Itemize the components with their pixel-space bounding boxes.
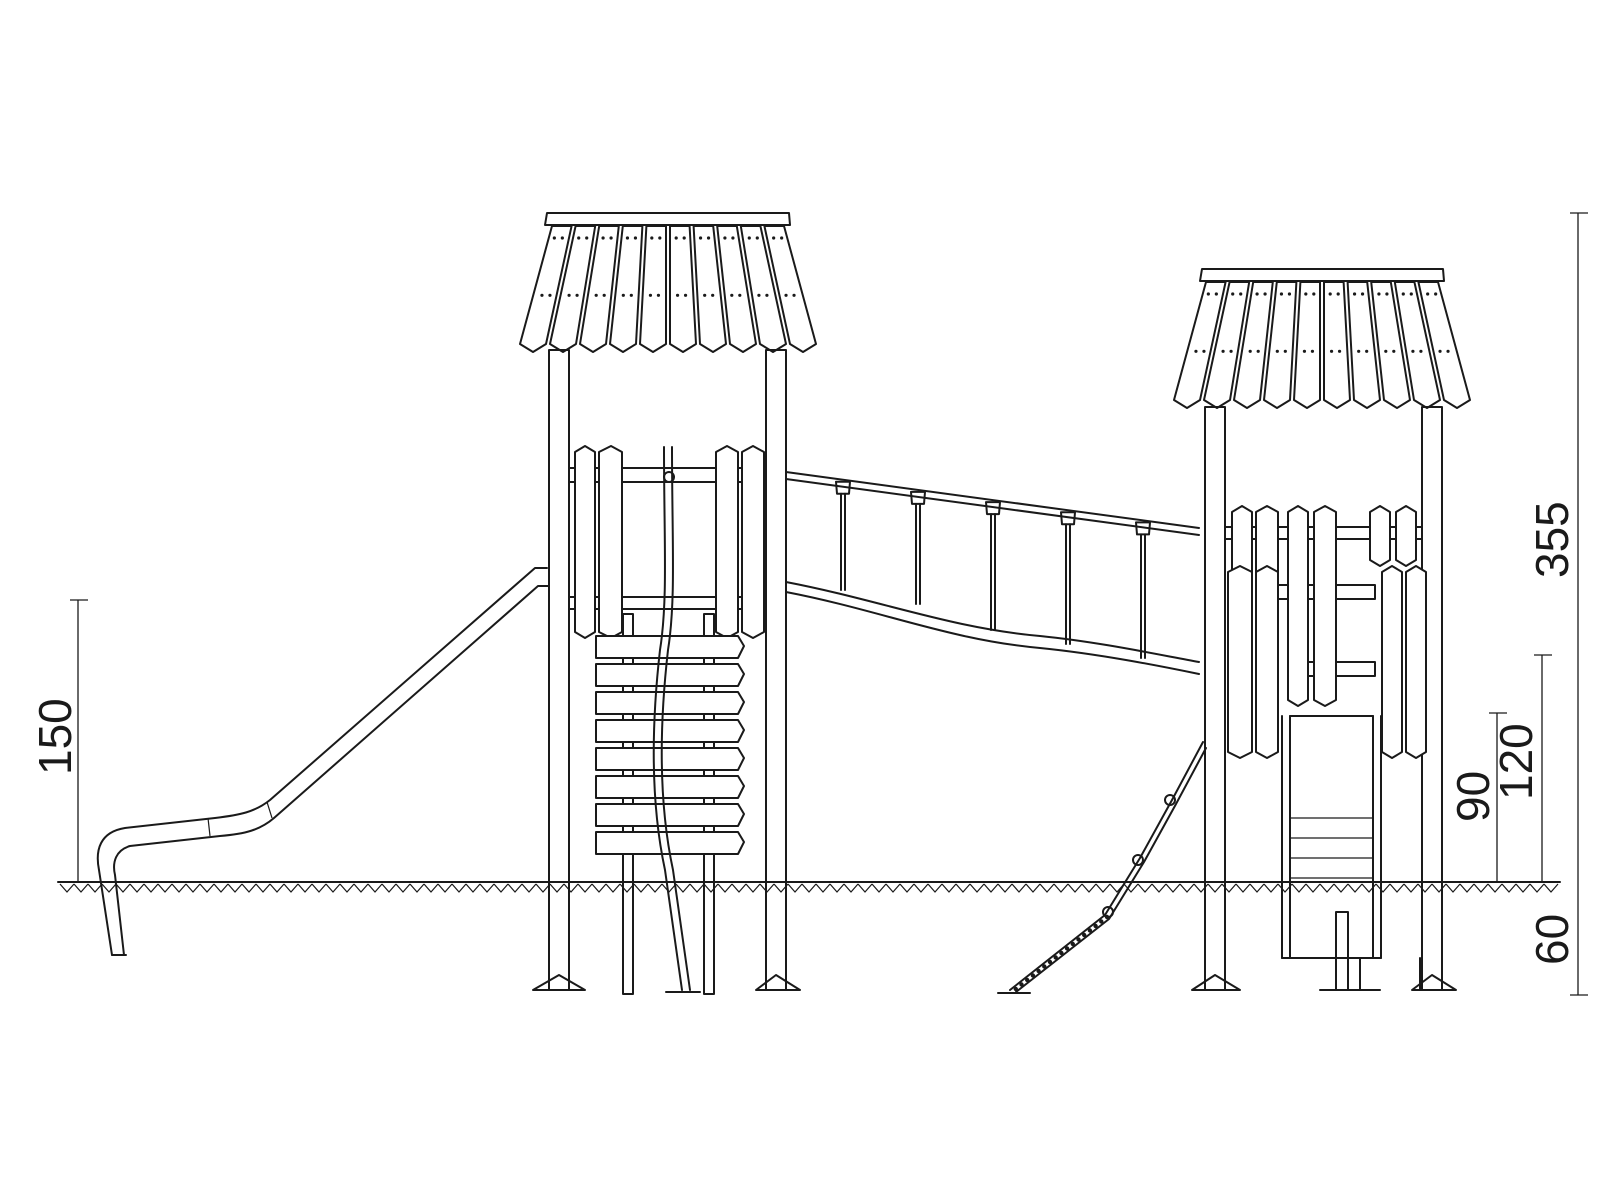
- total-height-label: 355: [1526, 501, 1578, 578]
- climbing-rope: [997, 741, 1207, 994]
- ground: [57, 881, 1561, 893]
- dimension-platform-high: [1534, 654, 1552, 882]
- right-tower: [1173, 268, 1471, 991]
- left-tower-ladder: [595, 613, 745, 995]
- right-tower-roof: [1173, 268, 1471, 409]
- right-tower-slide: [1281, 715, 1382, 991]
- slide: [96, 567, 550, 956]
- foundation-depth-label: 60: [1526, 914, 1578, 965]
- rope-bridge: [785, 471, 1200, 675]
- left-tower-post-right: [765, 349, 787, 991]
- slide-height-label: 150: [29, 698, 81, 775]
- dimension-total-height: [1570, 212, 1588, 996]
- dimension-slide-height: [70, 599, 88, 882]
- left-tower-roof: [519, 212, 817, 353]
- left-tower-panels: [574, 445, 765, 639]
- platform-low-label: 90: [1447, 771, 1499, 822]
- platform-high-label: 120: [1490, 723, 1542, 800]
- left-roof-planks: [519, 225, 817, 353]
- dimension-platform-low: [1489, 712, 1507, 882]
- right-tower-post-left: [1204, 406, 1226, 991]
- right-tower-panels: [1227, 505, 1427, 759]
- right-roof-planks: [1173, 281, 1471, 409]
- fireman-pole: [652, 446, 701, 993]
- left-tower: [519, 212, 817, 995]
- left-tower-post-left: [548, 349, 570, 991]
